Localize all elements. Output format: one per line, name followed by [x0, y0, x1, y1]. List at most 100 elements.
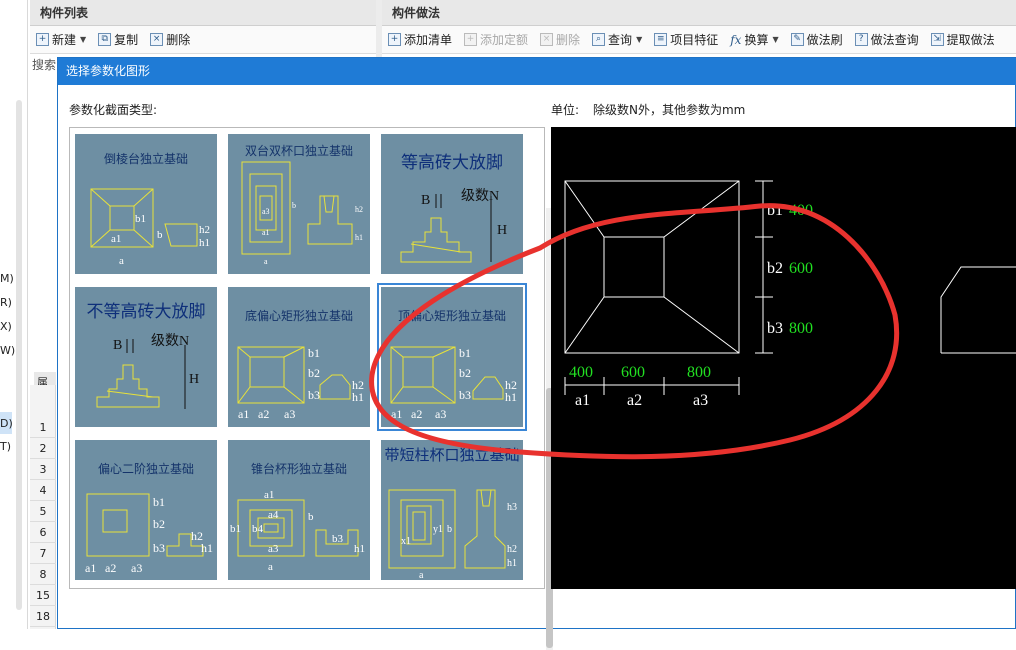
search-icon: ⌕: [592, 33, 606, 46]
dim-label: h1: [505, 390, 517, 404]
bottom-eccentric-sketch: b1 b2 b3 a1 a2 a3 h2 h1: [237, 346, 364, 421]
dim-label: a3: [268, 543, 279, 555]
param-label-a3: a3: [693, 392, 708, 409]
thumbnail-unequal-brick-footing[interactable]: 不等高砖大放脚 B 级数N H: [75, 287, 217, 427]
dim-label: x1: [401, 536, 411, 547]
row-number[interactable]: 5: [30, 501, 56, 522]
left-tree-pane: [0, 0, 28, 629]
method-brush-button[interactable]: ✎做法刷: [785, 29, 849, 51]
dim-label: h1: [507, 558, 517, 569]
row-number[interactable]: 4: [30, 480, 56, 501]
dim-label: a3: [131, 561, 142, 575]
dim-label: h2: [191, 529, 203, 543]
method-query-button[interactable]: ?做法查询: [849, 29, 925, 51]
param-value-a3: 800: [687, 364, 711, 381]
add-list-button[interactable]: +添加清单: [382, 29, 458, 51]
copy-button[interactable]: ⧉复制: [92, 29, 144, 51]
row-number[interactable]: 1: [30, 417, 56, 438]
thumbnail-inverted-frustum[interactable]: 倒棱台独立基础 b1 a1 a b h2 h1: [75, 134, 217, 274]
row-number[interactable]: 3: [30, 459, 56, 480]
left-scrollbar[interactable]: [16, 100, 22, 610]
left-fragment: R): [0, 296, 12, 309]
dim-label: b3: [153, 541, 165, 555]
shape-preview-canvas[interactable]: b1 400 b2 600 b3 800 400 600 800 a1 a2 a…: [551, 127, 1016, 589]
method-panel-header: 构件做法: [382, 0, 1016, 26]
fx-icon: fx: [730, 32, 742, 47]
delete-icon: ×: [540, 33, 554, 46]
search-label[interactable]: 搜索: [32, 58, 57, 72]
dim-label: b1: [459, 346, 471, 360]
thumbnail-title: 等高砖大放脚: [401, 153, 503, 173]
thumbnail-scrollbar-thumb[interactable]: [546, 388, 553, 648]
query-button[interactable]: ⌕查询▼: [586, 29, 648, 51]
chevron-down-icon: ▼: [636, 35, 643, 44]
dim-label: h2: [355, 205, 363, 214]
param-value-b3: 800: [789, 320, 813, 337]
dim-label: h1: [199, 237, 210, 249]
dim-label: b1: [230, 523, 241, 535]
thumbnail-top-eccentric[interactable]: 顶偏心矩形独立基础 b1 b2 b3 a1 a2 a3 h2 h1: [377, 283, 527, 431]
left-fragment: D): [0, 417, 13, 430]
item-feature-button[interactable]: ≡项目特征: [648, 29, 724, 51]
delete-button[interactable]: ×删除: [144, 29, 196, 51]
dialog-title: 选择参数化图形: [58, 58, 1016, 85]
dim-label: a: [119, 255, 124, 267]
eccentric-two-step-sketch: b1 b2 b3 a1 a2 a3 h2 h1: [85, 493, 213, 575]
shape-thumbnail-list: 倒棱台独立基础 b1 a1 a b h2 h1: [69, 127, 553, 650]
dim-label: a: [268, 561, 273, 573]
dim-label: a1: [238, 407, 249, 421]
row-number[interactable]: 7: [30, 543, 56, 564]
add-list-icon: +: [388, 33, 401, 46]
row-number[interactable]: 15: [30, 585, 56, 606]
thumbnail-cone-cup[interactable]: 锥台杯形独立基础 a1 b1 a4 b4 a3 a b b3 h1: [228, 440, 370, 580]
left-fragment: M): [0, 272, 14, 285]
top-eccentric-sketch: b1 b2 b3 a1 a2 a3 h2 h1: [390, 346, 517, 421]
member-list-header: 构件列表: [30, 0, 376, 26]
thumbnail-title: 偏心二阶独立基础: [97, 462, 194, 476]
thumbnail-eccentric-two-step[interactable]: 偏心二阶独立基础 b1 b2 b3 a1 a2 a3 h2 h1: [75, 440, 217, 580]
cone-cup-sketch: a1 b1 a4 b4 a3 a b b3 h1: [230, 489, 365, 573]
left-selected-row[interactable]: [0, 412, 12, 434]
left-fragment: W): [0, 344, 16, 357]
param-label-b1: b1: [767, 202, 783, 219]
feature-icon: ≡: [654, 33, 668, 46]
param-value-a2: 600: [621, 364, 645, 381]
dim-label: b2: [308, 366, 320, 380]
dim-label: a: [264, 257, 268, 266]
dim-label: a2: [105, 561, 116, 575]
thumbnail-short-column-cup[interactable]: 带短柱杯口独立基础 x1 y1 a b h1 h2 h3: [381, 440, 523, 580]
dim-label: B: [421, 193, 430, 208]
param-label-b2: b2: [767, 260, 783, 277]
dim-label: H: [189, 372, 199, 387]
new-button[interactable]: +新建▼: [30, 29, 92, 51]
row-number[interactable]: 6: [30, 522, 56, 543]
dim-label: a1: [264, 489, 274, 501]
param-value-b2: 600: [789, 260, 813, 277]
thumbnail-equal-brick-footing[interactable]: 等高砖大放脚 B 级数N H: [381, 134, 523, 274]
extract-method-button[interactable]: ⇲提取做法: [925, 29, 1001, 51]
dim-label: H: [497, 223, 507, 238]
chevron-down-icon: ▼: [772, 35, 779, 44]
equal-brick-footing-sketch: B 级数N H: [400, 188, 507, 263]
delete-icon: ×: [150, 33, 164, 46]
row-number[interactable]: 18: [30, 606, 56, 627]
param-label-a2: a2: [627, 392, 642, 409]
row-number[interactable]: 8: [30, 564, 56, 585]
dim-label: a1: [391, 407, 402, 421]
dim-label: b: [447, 524, 452, 535]
add-quota-button[interactable]: +添加定额: [458, 29, 534, 51]
row-number[interactable]: 2: [30, 438, 56, 459]
thumbnail-title: 倒棱台独立基础: [103, 152, 188, 166]
left-fragment: X): [0, 320, 12, 333]
short-column-cup-sketch: x1 y1 a b h1 h2 h3: [388, 489, 517, 580]
thumbnail-bottom-eccentric[interactable]: 底偏心矩形独立基础 b1 b2 b3 a1 a2 a3 h2 h1: [228, 287, 370, 427]
dim-label: b3: [459, 388, 471, 402]
delete-method-button[interactable]: ×删除: [534, 29, 586, 51]
dim-label: a: [419, 570, 424, 580]
dim-label: h2: [199, 224, 210, 236]
thumbnail-double-cup[interactable]: 双台双杯口独立基础 a3 a1 a b h2 h1: [228, 134, 370, 274]
double-cup-sketch: a3 a1 a b h2 h1: [241, 161, 363, 266]
row-number-column: [30, 385, 56, 629]
dim-label: a2: [411, 407, 422, 421]
